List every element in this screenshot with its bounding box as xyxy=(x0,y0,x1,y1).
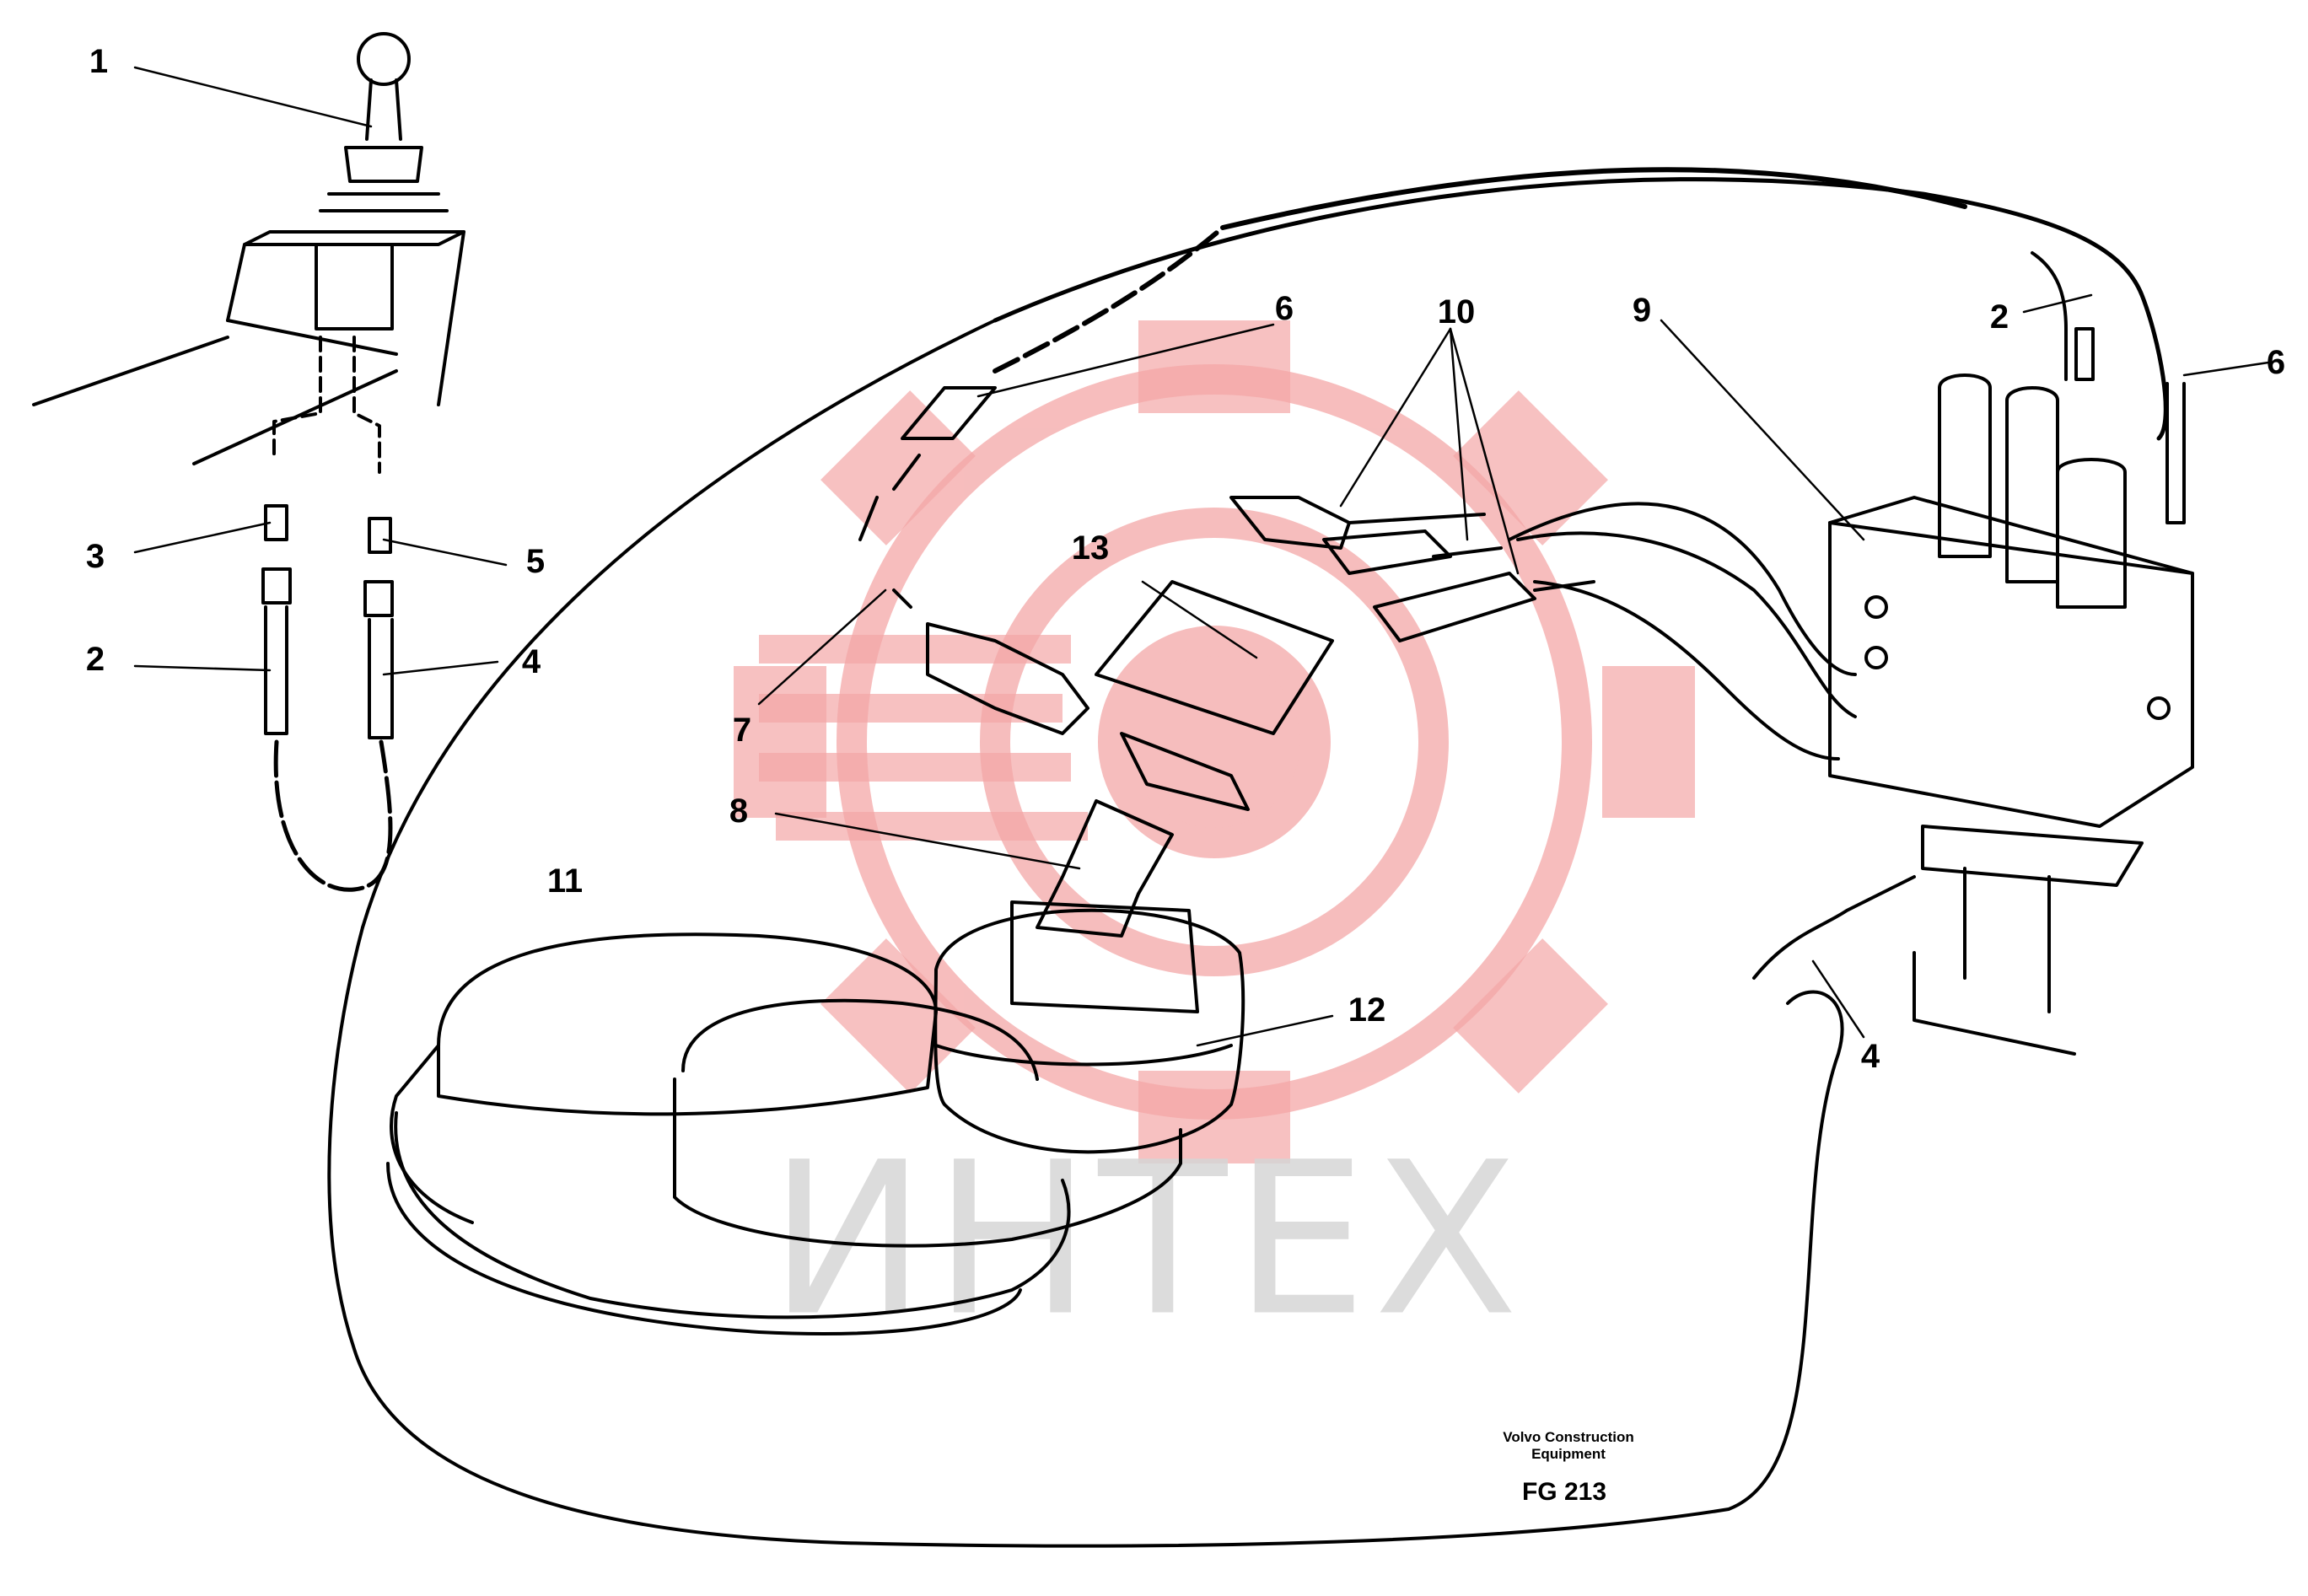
callout-2-left: 2 xyxy=(85,641,105,678)
callout-4-left: 4 xyxy=(521,643,541,680)
swing-motor-housing xyxy=(386,932,1182,1335)
callout-6-right: 6 xyxy=(2266,344,2286,381)
watermark-text: ИНТЕХ xyxy=(768,1116,1525,1362)
callout-3: 3 xyxy=(85,538,105,575)
hose-routing-outline xyxy=(327,926,1844,1548)
company-line-1: Volvo Construction xyxy=(1503,1429,1634,1445)
swivel-valve-block xyxy=(858,386,1857,811)
joystick-assembly xyxy=(32,32,465,474)
callout-6-mid: 6 xyxy=(1274,290,1294,327)
callout-2-right: 2 xyxy=(1989,298,2009,336)
callout-9: 9 xyxy=(1632,292,1652,329)
callout-10: 10 xyxy=(1437,293,1476,330)
callout-12: 12 xyxy=(1348,991,1386,1029)
left-connectors xyxy=(261,504,394,892)
company-line-2: Equipment xyxy=(1531,1445,1606,1462)
right-hoses xyxy=(1752,251,2186,980)
company-caption: Volvo Construction Equipment xyxy=(1503,1429,1634,1462)
swivel-elbow-and-motor xyxy=(933,799,1245,1154)
control-valve-block xyxy=(1828,373,2194,1056)
callout-4-right: 4 xyxy=(1860,1038,1880,1075)
figure-code: FG 213 xyxy=(1521,1478,1607,1506)
callout-1: 1 xyxy=(89,43,109,80)
callout-7: 7 xyxy=(732,712,752,749)
callout-8: 8 xyxy=(729,793,749,830)
callout-13: 13 xyxy=(1071,529,1110,567)
callout-11: 11 xyxy=(546,862,584,900)
leader-lines xyxy=(133,66,2270,1047)
callout-5: 5 xyxy=(525,543,546,580)
